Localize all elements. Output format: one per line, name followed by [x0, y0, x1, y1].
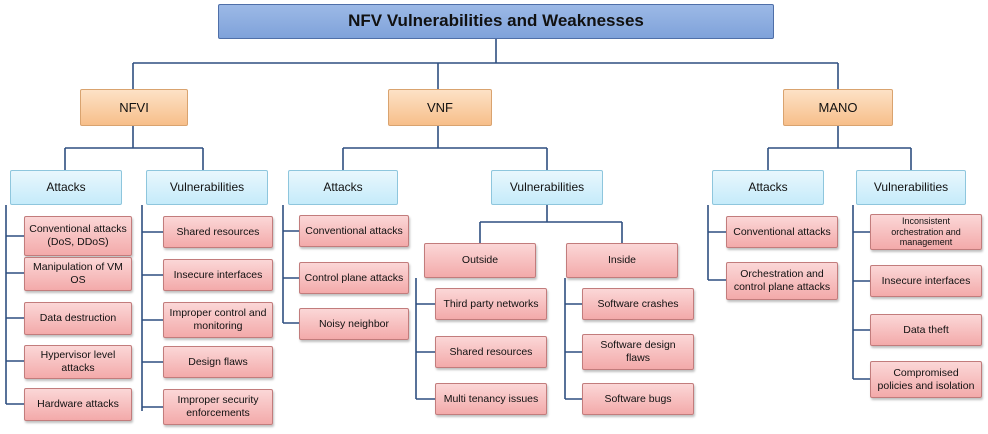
nfvi-vulnerabilities-header: Vulnerabilities [146, 170, 268, 205]
vnf-attack-item: Noisy neighbor [299, 308, 409, 340]
mano-vulnerability-item: Compromised policies and isolation [870, 361, 982, 398]
category-mano: MANO [783, 89, 893, 126]
nfvi-vulnerability-item: Shared resources [163, 216, 273, 248]
mano-attacks-header: Attacks [712, 170, 824, 205]
vnf-attacks-header: Attacks [288, 170, 398, 205]
nfvi-vulnerability-item: Insecure interfaces [163, 259, 273, 291]
mano-vulnerability-item: Data theft [870, 314, 982, 346]
vnf-outside-item: Multi tenancy issues [435, 383, 547, 415]
nfvi-vulnerability-item: Design flaws [163, 346, 273, 378]
vnf-inside-item: Software design flaws [582, 334, 694, 370]
vnf-attack-item: Conventional attacks [299, 215, 409, 247]
nfvi-vulnerability-item: Improper control and monitoring [163, 302, 273, 338]
mano-vulnerability-item: Insecure interfaces [870, 265, 982, 297]
category-vnf: VNF [388, 89, 492, 126]
nfvi-attack-item: Hypervisor level attacks [24, 345, 132, 379]
vnf-attack-item: Control plane attacks [299, 262, 409, 294]
vnf-inside-item: Software crashes [582, 288, 694, 320]
nfvi-attack-item: Hardware attacks [24, 388, 132, 421]
mano-vulnerability-item: Inconsistent orchestration and managemen… [870, 214, 982, 250]
mano-attack-item: Orchestration and control plane attacks [726, 262, 838, 300]
nfvi-attack-item: Manipulation of VM OS [24, 257, 132, 291]
vnf-outside-item: Third party networks [435, 288, 547, 320]
mano-vulnerabilities-header: Vulnerabilities [856, 170, 966, 205]
nfvi-attacks-header: Attacks [10, 170, 122, 205]
mano-attack-item: Conventional attacks [726, 216, 838, 248]
vnf-outside-item: Shared resources [435, 336, 547, 368]
vnf-inside-header: Inside [566, 243, 678, 278]
diagram-title: NFV Vulnerabilities and Weaknesses [218, 4, 774, 39]
vnf-outside-header: Outside [424, 243, 536, 278]
nfvi-vulnerability-item: Improper security enforcements [163, 389, 273, 425]
vnf-inside-item: Software bugs [582, 383, 694, 415]
category-nfvi: NFVI [80, 89, 188, 126]
nfvi-attack-item: Conventional attacks (DoS, DDoS) [24, 216, 132, 256]
nfvi-attack-item: Data destruction [24, 302, 132, 335]
vnf-vulnerabilities-header: Vulnerabilities [491, 170, 603, 205]
